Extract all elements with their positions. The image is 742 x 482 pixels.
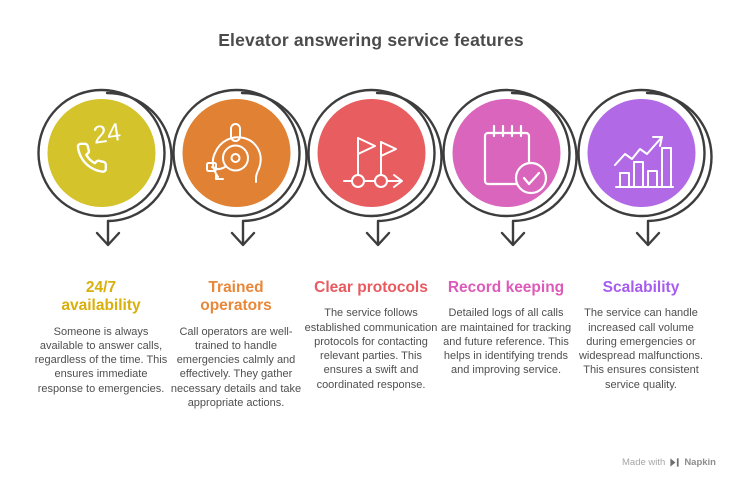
feature-title: Record keeping	[447, 279, 565, 296]
loop-arrow	[510, 91, 578, 246]
feature-circle	[452, 99, 560, 207]
feature-description: The service can handle increased call vo…	[578, 307, 704, 391]
feature-graphic	[306, 88, 443, 247]
loop-arrow	[645, 91, 713, 246]
feature-graphic: 24	[36, 88, 173, 247]
growth-chart-icon	[613, 136, 674, 188]
feature-column-protocols: Clear protocols The service follows esta…	[304, 81, 443, 410]
icon-label-24: 24	[91, 118, 123, 150]
circle-ring	[36, 88, 166, 218]
feature-title: Clear protocols	[314, 279, 428, 296]
circle-ring	[576, 88, 706, 218]
feature-graphic	[171, 88, 308, 247]
down-arrow-icon	[500, 231, 525, 247]
feature-description: Call operators are well-trained to handl…	[170, 325, 302, 410]
feature-graphic	[576, 88, 713, 247]
feature-title: Scalability	[602, 279, 680, 296]
watermark: Made with Napkin	[622, 457, 716, 468]
milestone-flags-icon	[342, 137, 403, 188]
feature-title: 24/7 availability	[61, 279, 141, 315]
feature-circle	[317, 99, 425, 207]
watermark-made-with: Made with	[622, 457, 666, 468]
feature-title: Trained operators	[200, 279, 272, 315]
feature-circle	[182, 99, 290, 207]
circle-ring	[306, 88, 436, 218]
check-circle	[514, 161, 547, 195]
feature-column-availability: 24 24/7 availability Someone is always a…	[34, 81, 173, 410]
loop-arrow	[105, 91, 173, 246]
feature-description: Detailed logs of all calls are maintaine…	[440, 307, 572, 377]
circle-ring	[171, 88, 301, 218]
pen-nib-icon	[670, 458, 679, 467]
check-icon	[522, 171, 540, 186]
feature-circle	[587, 99, 695, 207]
feature-column-scalability: Scalability The service can handle incre…	[574, 81, 713, 410]
down-arrow-icon	[365, 231, 390, 247]
headset-operator-icon	[205, 123, 262, 183]
features-row: 24 24/7 availability Someone is always a…	[0, 81, 742, 410]
feature-graphic	[441, 88, 578, 247]
circle-ring	[441, 88, 571, 218]
feature-circle	[47, 99, 155, 207]
notepad-check-icon	[483, 124, 547, 195]
watermark-brand: Napkin	[684, 457, 716, 468]
feature-column-operators: Trained operators Call operators are wel…	[169, 81, 308, 410]
down-arrow-icon	[230, 231, 255, 247]
feature-description: Someone is always available to answer ca…	[34, 325, 168, 395]
phone-24-icon: 24	[76, 118, 123, 173]
loop-arrow	[375, 91, 443, 246]
down-arrow-icon	[95, 231, 120, 247]
page-title: Elevator answering service features	[218, 30, 524, 50]
feature-description: The service follows established communic…	[304, 307, 438, 391]
down-arrow-icon	[635, 231, 660, 247]
loop-arrow	[240, 91, 308, 246]
feature-column-records: Record keeping Detailed logs of all call…	[439, 81, 578, 410]
